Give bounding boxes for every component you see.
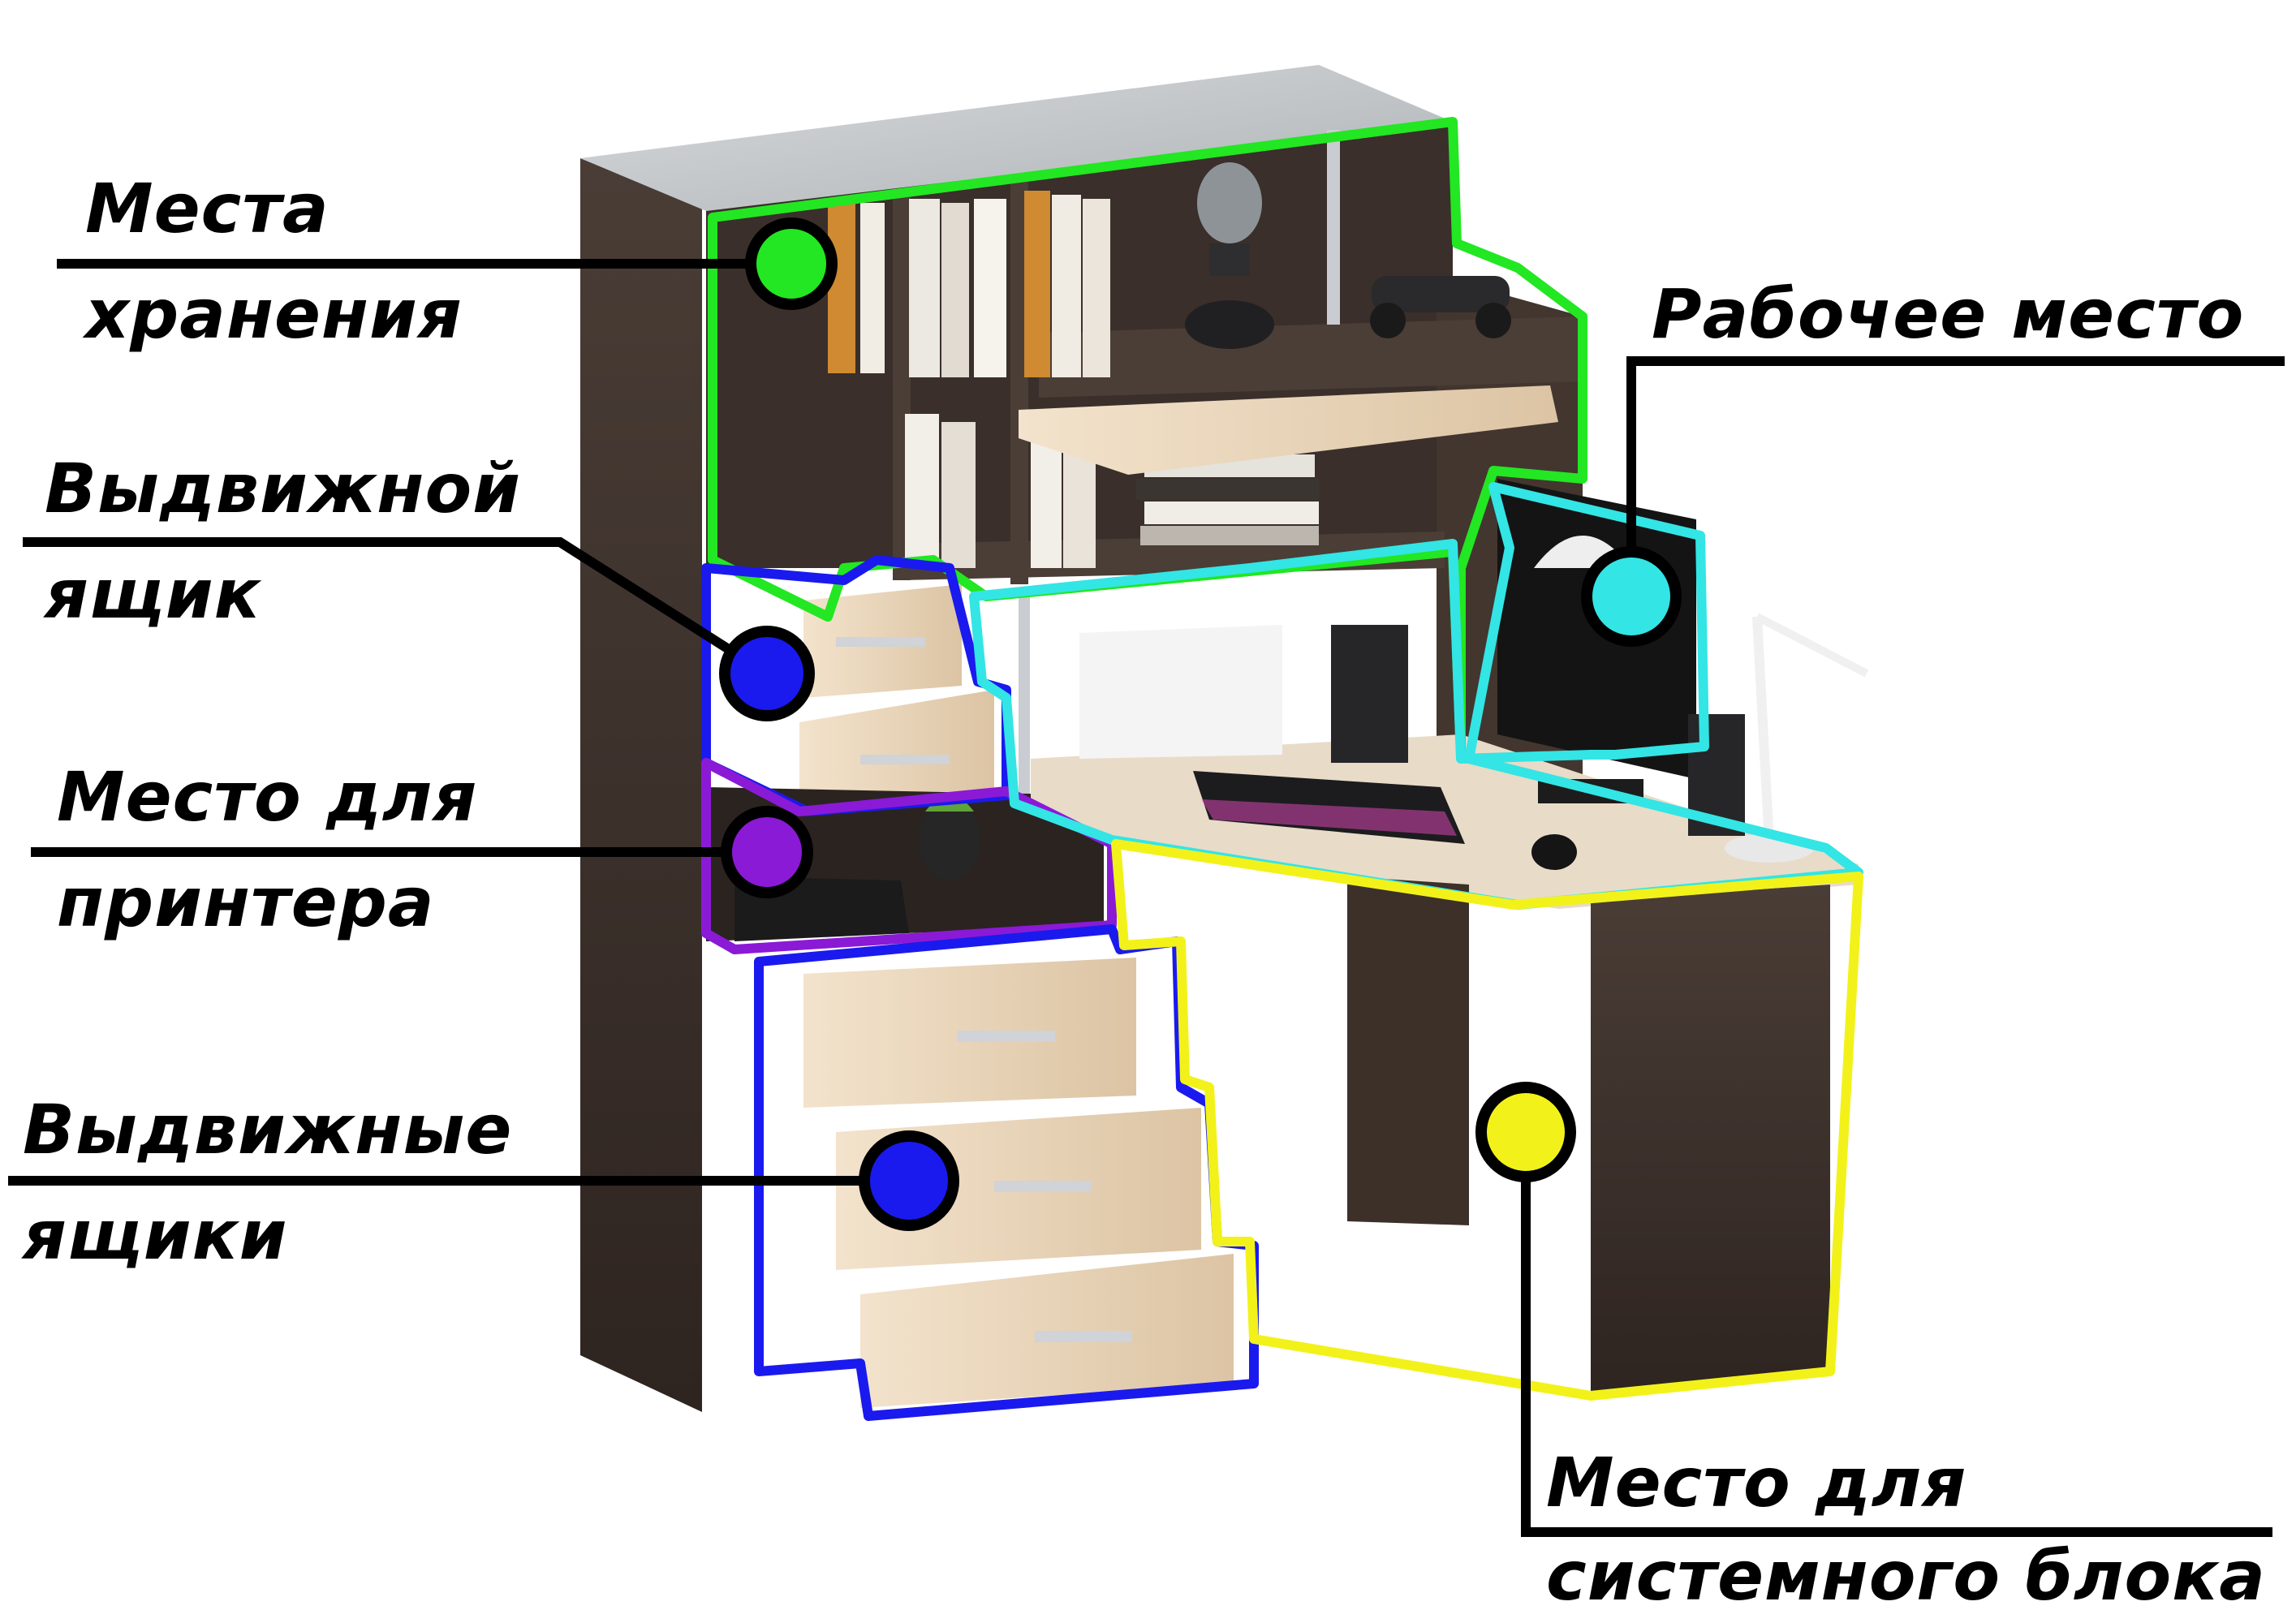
speaker bbox=[1331, 625, 1408, 763]
workplace-marker bbox=[1581, 546, 1682, 647]
chrome-rod bbox=[1019, 592, 1030, 860]
toy-car bbox=[1370, 276, 1511, 338]
storage-marker bbox=[745, 217, 838, 310]
vintage-lamp bbox=[1185, 162, 1274, 349]
plant-pot bbox=[919, 795, 980, 880]
drawer-label-line2: ящик bbox=[45, 554, 261, 634]
system-unit-label-line2: системного блока bbox=[1546, 1536, 2266, 1616]
drawer-label-line1: Выдвижной bbox=[45, 449, 522, 528]
drawer-marker bbox=[719, 626, 815, 721]
workplace-leader bbox=[1626, 356, 2285, 596]
small-drawer-2 bbox=[799, 690, 994, 812]
storage-label-line1: Места bbox=[85, 169, 330, 248]
storage-label-line2: хранения bbox=[85, 274, 463, 354]
printer-outline bbox=[701, 758, 1117, 954]
books-lower bbox=[905, 414, 1096, 568]
zone-outlines bbox=[701, 117, 1863, 1421]
desk-leg-left bbox=[1347, 876, 1469, 1225]
workplace-label: Рабочее место bbox=[1652, 274, 2245, 354]
callouts bbox=[8, 217, 2285, 1537]
desk-leg-right bbox=[1591, 885, 1830, 1396]
divider bbox=[1010, 179, 1028, 584]
side-panel bbox=[580, 158, 702, 1412]
chrome-rod bbox=[1327, 130, 1340, 325]
keyboard-shelf bbox=[1019, 385, 1558, 475]
drawer-leader bbox=[23, 537, 770, 678]
top-board bbox=[580, 65, 1453, 211]
shelf-upper bbox=[1039, 316, 1583, 398]
pen-holder bbox=[1079, 625, 1282, 759]
system-unit-leader bbox=[1521, 1136, 2272, 1537]
printer-label-line1: Место для bbox=[57, 757, 478, 837]
furniture bbox=[580, 65, 1869, 1412]
system-unit-marker bbox=[1475, 1082, 1576, 1182]
system-unit-label-line1: Место для bbox=[1546, 1443, 1967, 1522]
keyboard bbox=[1193, 771, 1465, 844]
books-upper bbox=[828, 191, 1110, 377]
printer-marker bbox=[721, 806, 813, 898]
workplace-outline bbox=[969, 482, 1863, 910]
drawers-label-line1: Выдвижные bbox=[23, 1090, 513, 1169]
printer-label-line2: принтера bbox=[57, 863, 435, 942]
mouse bbox=[1531, 834, 1577, 870]
drawers-label-line2: ящики bbox=[23, 1195, 288, 1275]
drawers-marker bbox=[859, 1130, 959, 1231]
system-unit-outline bbox=[1111, 839, 1863, 1401]
